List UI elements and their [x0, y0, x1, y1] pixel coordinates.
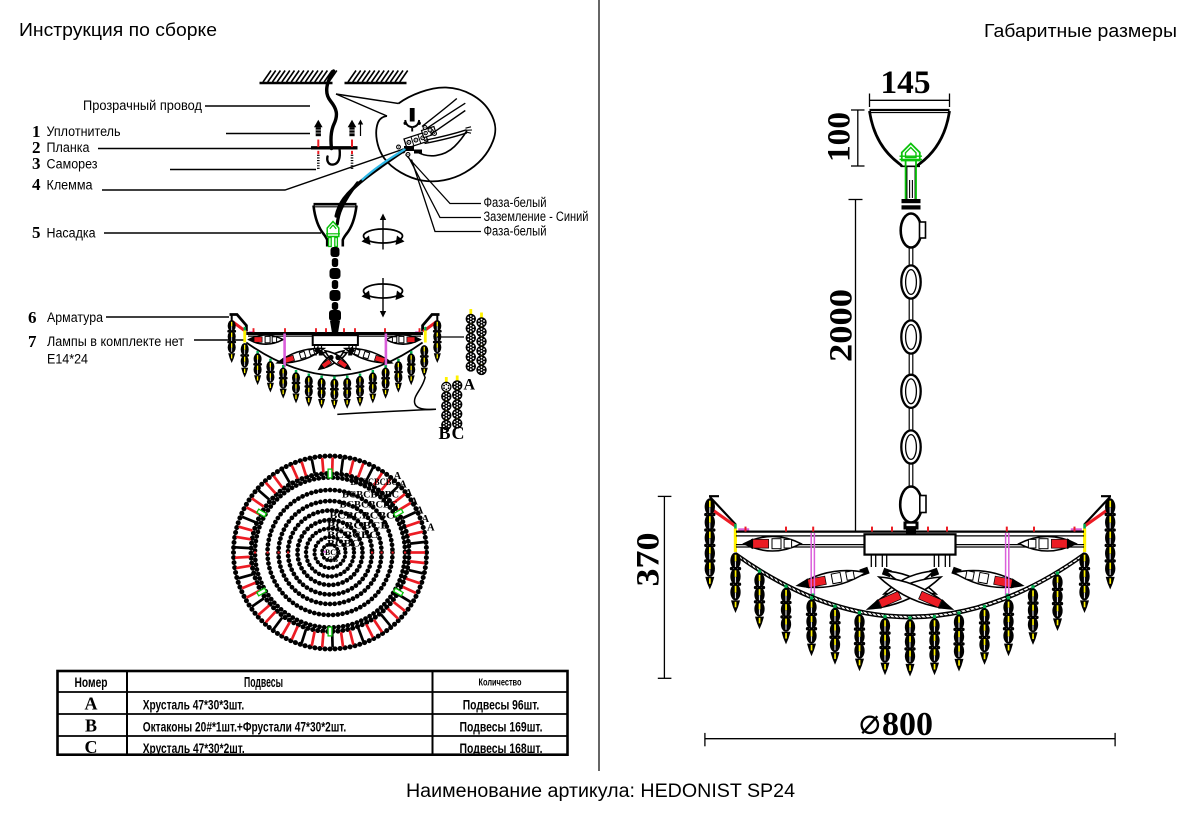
svg-text:В: В [85, 716, 97, 736]
svg-text:С: С [85, 737, 98, 757]
svg-text:Планка: Планка [47, 140, 90, 155]
svg-text:BCBCBCB: BCBCBCB [327, 522, 390, 532]
svg-text:7: 7 [28, 332, 37, 351]
svg-text:Номер: Номер [75, 674, 108, 690]
svg-text:A: A [399, 480, 407, 491]
svg-text:Подвесы 169шт.: Подвесы 169шт. [460, 718, 543, 734]
svg-text:A: A [394, 471, 402, 482]
svg-text:Фаза-белый: Фаза-белый [484, 224, 547, 239]
svg-text:2: 2 [32, 138, 41, 157]
svg-text:BCBCBC: BCBCBC [327, 531, 378, 541]
svg-text:6: 6 [28, 308, 37, 327]
svg-text:A: A [405, 488, 413, 499]
svg-text:3: 3 [32, 154, 41, 173]
svg-text:A: A [410, 497, 418, 508]
svg-text:BCBCBCBC: BCBCBCBC [340, 501, 398, 511]
svg-text:Октаконы 20#*1шт.+Фрустали 47*: Октаконы 20#*1шт.+Фрустали 47*30*2шт. [143, 718, 347, 734]
svg-text:Заземление - Синий: Заземление - Синий [484, 209, 589, 224]
svg-text:Инструкция по сборке: Инструкция по сборке [19, 20, 217, 40]
svg-text:СВ: СВ [327, 554, 338, 564]
svg-text:ВСВ: ВСВ [325, 547, 341, 557]
svg-text:Подвесы: Подвесы [244, 675, 283, 691]
svg-text:А: А [85, 694, 98, 714]
svg-text:Насадка: Насадка [47, 226, 96, 241]
svg-text:Хрусталь 47*30*3шт.: Хрусталь 47*30*3шт. [143, 696, 245, 712]
svg-text:Арматура: Арматура [47, 310, 103, 325]
svg-text:Количество: Количество [479, 677, 522, 689]
svg-text:Лампы в комплекте нет: Лампы в комплекте нет [47, 334, 184, 349]
svg-text:E14*24: E14*24 [47, 352, 88, 367]
svg-text:A: A [427, 522, 435, 533]
svg-text:BCBCBCBC: BCBCBCBC [330, 512, 395, 522]
svg-text:BCBC: BCBC [327, 540, 360, 550]
svg-text:Уплотнитель: Уплотнитель [47, 124, 121, 139]
svg-text:Габаритные размеры: Габаритные размеры [984, 21, 1177, 41]
svg-text:5: 5 [32, 223, 41, 242]
svg-text:A: A [421, 514, 429, 525]
svg-text:1: 1 [32, 122, 41, 141]
svg-text:100: 100 [822, 112, 858, 162]
svg-text:Клемма: Клемма [47, 178, 93, 193]
svg-text:ВС: ВС [439, 423, 466, 443]
svg-text:800: 800 [882, 706, 933, 743]
svg-text:Саморез: Саморез [47, 157, 98, 172]
svg-text:2000: 2000 [824, 289, 860, 362]
svg-text:BCBCBCBC: BCBCBCBC [351, 478, 398, 488]
svg-text:4: 4 [32, 175, 41, 194]
svg-text:Наименование артикула: HEDONIS: Наименование артикула: HEDONIST SP24 [406, 781, 795, 802]
svg-text:Хрусталь 47*30*2шт.: Хрусталь 47*30*2шт. [143, 740, 245, 756]
svg-text:A: A [416, 505, 424, 516]
svg-text:Подвесы 96шт.: Подвесы 96шт. [463, 696, 540, 712]
svg-text:Прозрачный провод: Прозрачный провод [83, 98, 202, 113]
svg-text:145: 145 [881, 65, 931, 101]
svg-text:370: 370 [631, 533, 667, 587]
svg-text:A: A [464, 377, 476, 394]
svg-text:Фаза-белый: Фаза-белый [484, 195, 547, 210]
svg-text:BCBCBCBC: BCBCBCBC [342, 491, 399, 501]
svg-text:Подвесы 168шт.: Подвесы 168шт. [460, 740, 543, 756]
